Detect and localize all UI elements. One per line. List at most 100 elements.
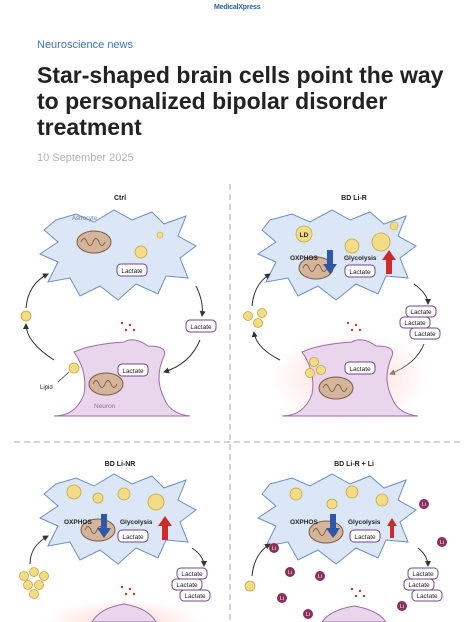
lipid-droplet [257, 308, 267, 318]
down-arrow [97, 514, 111, 538]
lipid-droplet [305, 368, 315, 378]
lipid-droplet [68, 362, 80, 374]
svg-text:Li: Li [422, 502, 426, 508]
lithium-ion: Li [303, 609, 313, 619]
lipid-droplet [39, 571, 49, 581]
lipid-droplet [34, 580, 44, 590]
oxphos-label: OXPHOS [290, 519, 318, 526]
flow-arrow [163, 339, 201, 374]
neuron-shape [91, 603, 157, 622]
lactate-label: Lactate [122, 368, 144, 375]
flow-arrow [195, 285, 206, 317]
flow-arrow [23, 323, 55, 361]
svg-text:Li: Li [280, 596, 284, 602]
glycolysis-label: Glycolysis [348, 519, 381, 526]
lipid-droplet [389, 221, 399, 231]
panel-ctrl: Ctrl Astrocyte Lactate Lactate Neuron La… [20, 195, 217, 417]
flow-arrow [413, 283, 431, 305]
up-arrow [387, 518, 397, 538]
flow-arrow [251, 273, 271, 307]
svg-text:Li: Li [272, 546, 276, 552]
lithium-ion: Li [397, 601, 407, 611]
lipid-droplet [295, 225, 313, 243]
site-logo[interactable]: MedicalXpress [214, 4, 261, 11]
lactate-label: Lactate [176, 582, 198, 589]
lipid-droplet [147, 493, 165, 511]
lactate-box [344, 361, 376, 375]
article-title: Star-shaped brain cells point the way to… [37, 62, 444, 140]
lipid-droplet [29, 589, 39, 599]
lipid-droplet [316, 365, 326, 375]
bipolar-figure: Ctrl Astrocyte Lactate Lactate Neuron La… [14, 184, 460, 622]
panel-bd-li-nr: BD Li-NR OXPHOS Glycolysis Lactate Lacta… [19, 461, 211, 622]
svg-text:Li: Li [440, 540, 444, 546]
lipid-droplet [371, 232, 391, 252]
glycolysis-label: Glycolysis [120, 519, 153, 526]
lactate-label: Lactate [412, 571, 434, 578]
svg-text:Li: Li [288, 570, 292, 576]
lactate-label: Lactate [349, 269, 371, 276]
panel-title: BD Li-R + Li [334, 461, 374, 468]
lipid-droplet [134, 245, 148, 259]
svg-text:Li: Li [400, 604, 404, 610]
lactate-label: Lactate [181, 571, 203, 578]
lipid-droplet [29, 567, 39, 577]
ld-label: LD [300, 232, 309, 239]
lactate-label: Lactate [404, 320, 426, 327]
lipid-droplet [309, 357, 319, 367]
up-arrow [158, 516, 172, 540]
lactate-box [344, 264, 376, 278]
astrocyte-label: Astrocyte [72, 216, 98, 222]
lipid-label: Lipid [40, 385, 53, 391]
lactate-label: Lactate [408, 582, 430, 589]
lactate-box [117, 363, 149, 377]
flow-arrow [29, 535, 49, 565]
panel-title: BD Li-NR [105, 461, 136, 468]
lipid-droplet [244, 580, 256, 592]
svg-text:Li: Li [318, 574, 322, 580]
lactate-label: Lactate [414, 331, 436, 338]
flow-arrow [417, 547, 431, 567]
lipid-droplet [344, 238, 360, 254]
lactate-box [116, 263, 148, 277]
mitochondrion [76, 230, 112, 254]
lipid-droplet [156, 231, 164, 239]
down-arrow [326, 514, 340, 538]
lipid-droplet [326, 498, 338, 510]
lactate-box [411, 589, 443, 602]
down-arrow [323, 250, 337, 274]
lactate-label: Lactate [122, 534, 144, 541]
lipid-droplet [345, 485, 359, 499]
neuron-label: Neuron [94, 403, 116, 410]
lactate-box [409, 327, 441, 340]
lactate-box [185, 319, 217, 333]
lithium-ion: Li [277, 593, 287, 603]
lactate-label: Lactate [354, 534, 376, 541]
panel-bd-li-r-plus-li: BD Li-R + Li OXPHOS Glycolysis Lactate L… [244, 461, 447, 622]
lactate-box [349, 529, 381, 543]
lithium-ion: Li [437, 537, 447, 547]
lactate-label: Lactate [349, 366, 371, 373]
lithium-ion: Li [315, 571, 325, 581]
neuron-shape [53, 339, 191, 417]
lipid-droplet [66, 484, 82, 500]
panel-title: BD Li-R [341, 195, 367, 202]
oxphos-label: OXPHOS [64, 519, 92, 526]
flow-arrow [251, 543, 271, 577]
lithium-ion: Li [419, 499, 429, 509]
flow-arrow [191, 547, 207, 567]
mitochondrion [318, 376, 354, 400]
lactate-box [117, 529, 149, 543]
neuron-shape [321, 605, 387, 622]
lithium-ion: Li [285, 567, 295, 577]
lactate-label: Lactate [410, 309, 432, 316]
lactate-label: Lactate [416, 593, 438, 600]
oxphos-label: OXPHOS [290, 255, 318, 262]
lithium-ion: Li [269, 543, 279, 553]
article-date: 10 September 2025 [37, 152, 134, 164]
glycolysis-label: Glycolysis [344, 255, 377, 262]
lactate-label: Lactate [190, 324, 212, 331]
category-link[interactable]: Neuroscience news [37, 39, 133, 51]
lactate-box [179, 589, 211, 602]
lipid-droplet [375, 493, 389, 507]
